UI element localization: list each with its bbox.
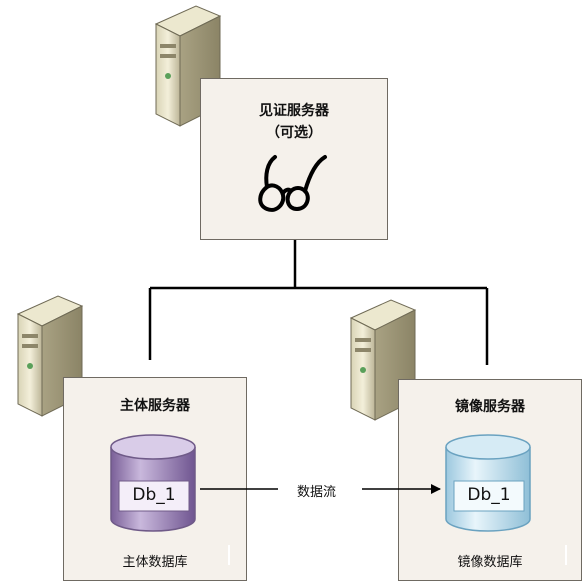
witness-title: 见证服务器 — [259, 103, 329, 119]
divider — [565, 545, 567, 565]
divider — [228, 545, 230, 565]
witness-server-box: 见证服务器 （可选） — [200, 78, 388, 240]
connector-lines — [148, 240, 489, 365]
principal-server-box: 主体服务器 Db_1 主体数据库 — [63, 377, 247, 581]
database-icon — [110, 434, 196, 532]
data-flow-label: 数据流 — [297, 485, 337, 500]
glasses-icon — [258, 155, 327, 212]
witness-subtitle: （可选） — [266, 125, 322, 141]
mirror-db-label: 镜像数据库 — [457, 555, 523, 570]
principal-db-name: Db_1 — [132, 485, 176, 505]
mirror-db-name: Db_1 — [467, 485, 511, 505]
mirror-server-box: 镜像服务器 Db_1 镜像数据库 — [398, 379, 582, 581]
principal-title: 主体服务器 — [120, 398, 190, 414]
principal-db-label: 主体数据库 — [122, 555, 188, 570]
mirror-title: 镜像服务器 — [455, 399, 525, 415]
database-icon — [445, 434, 531, 532]
